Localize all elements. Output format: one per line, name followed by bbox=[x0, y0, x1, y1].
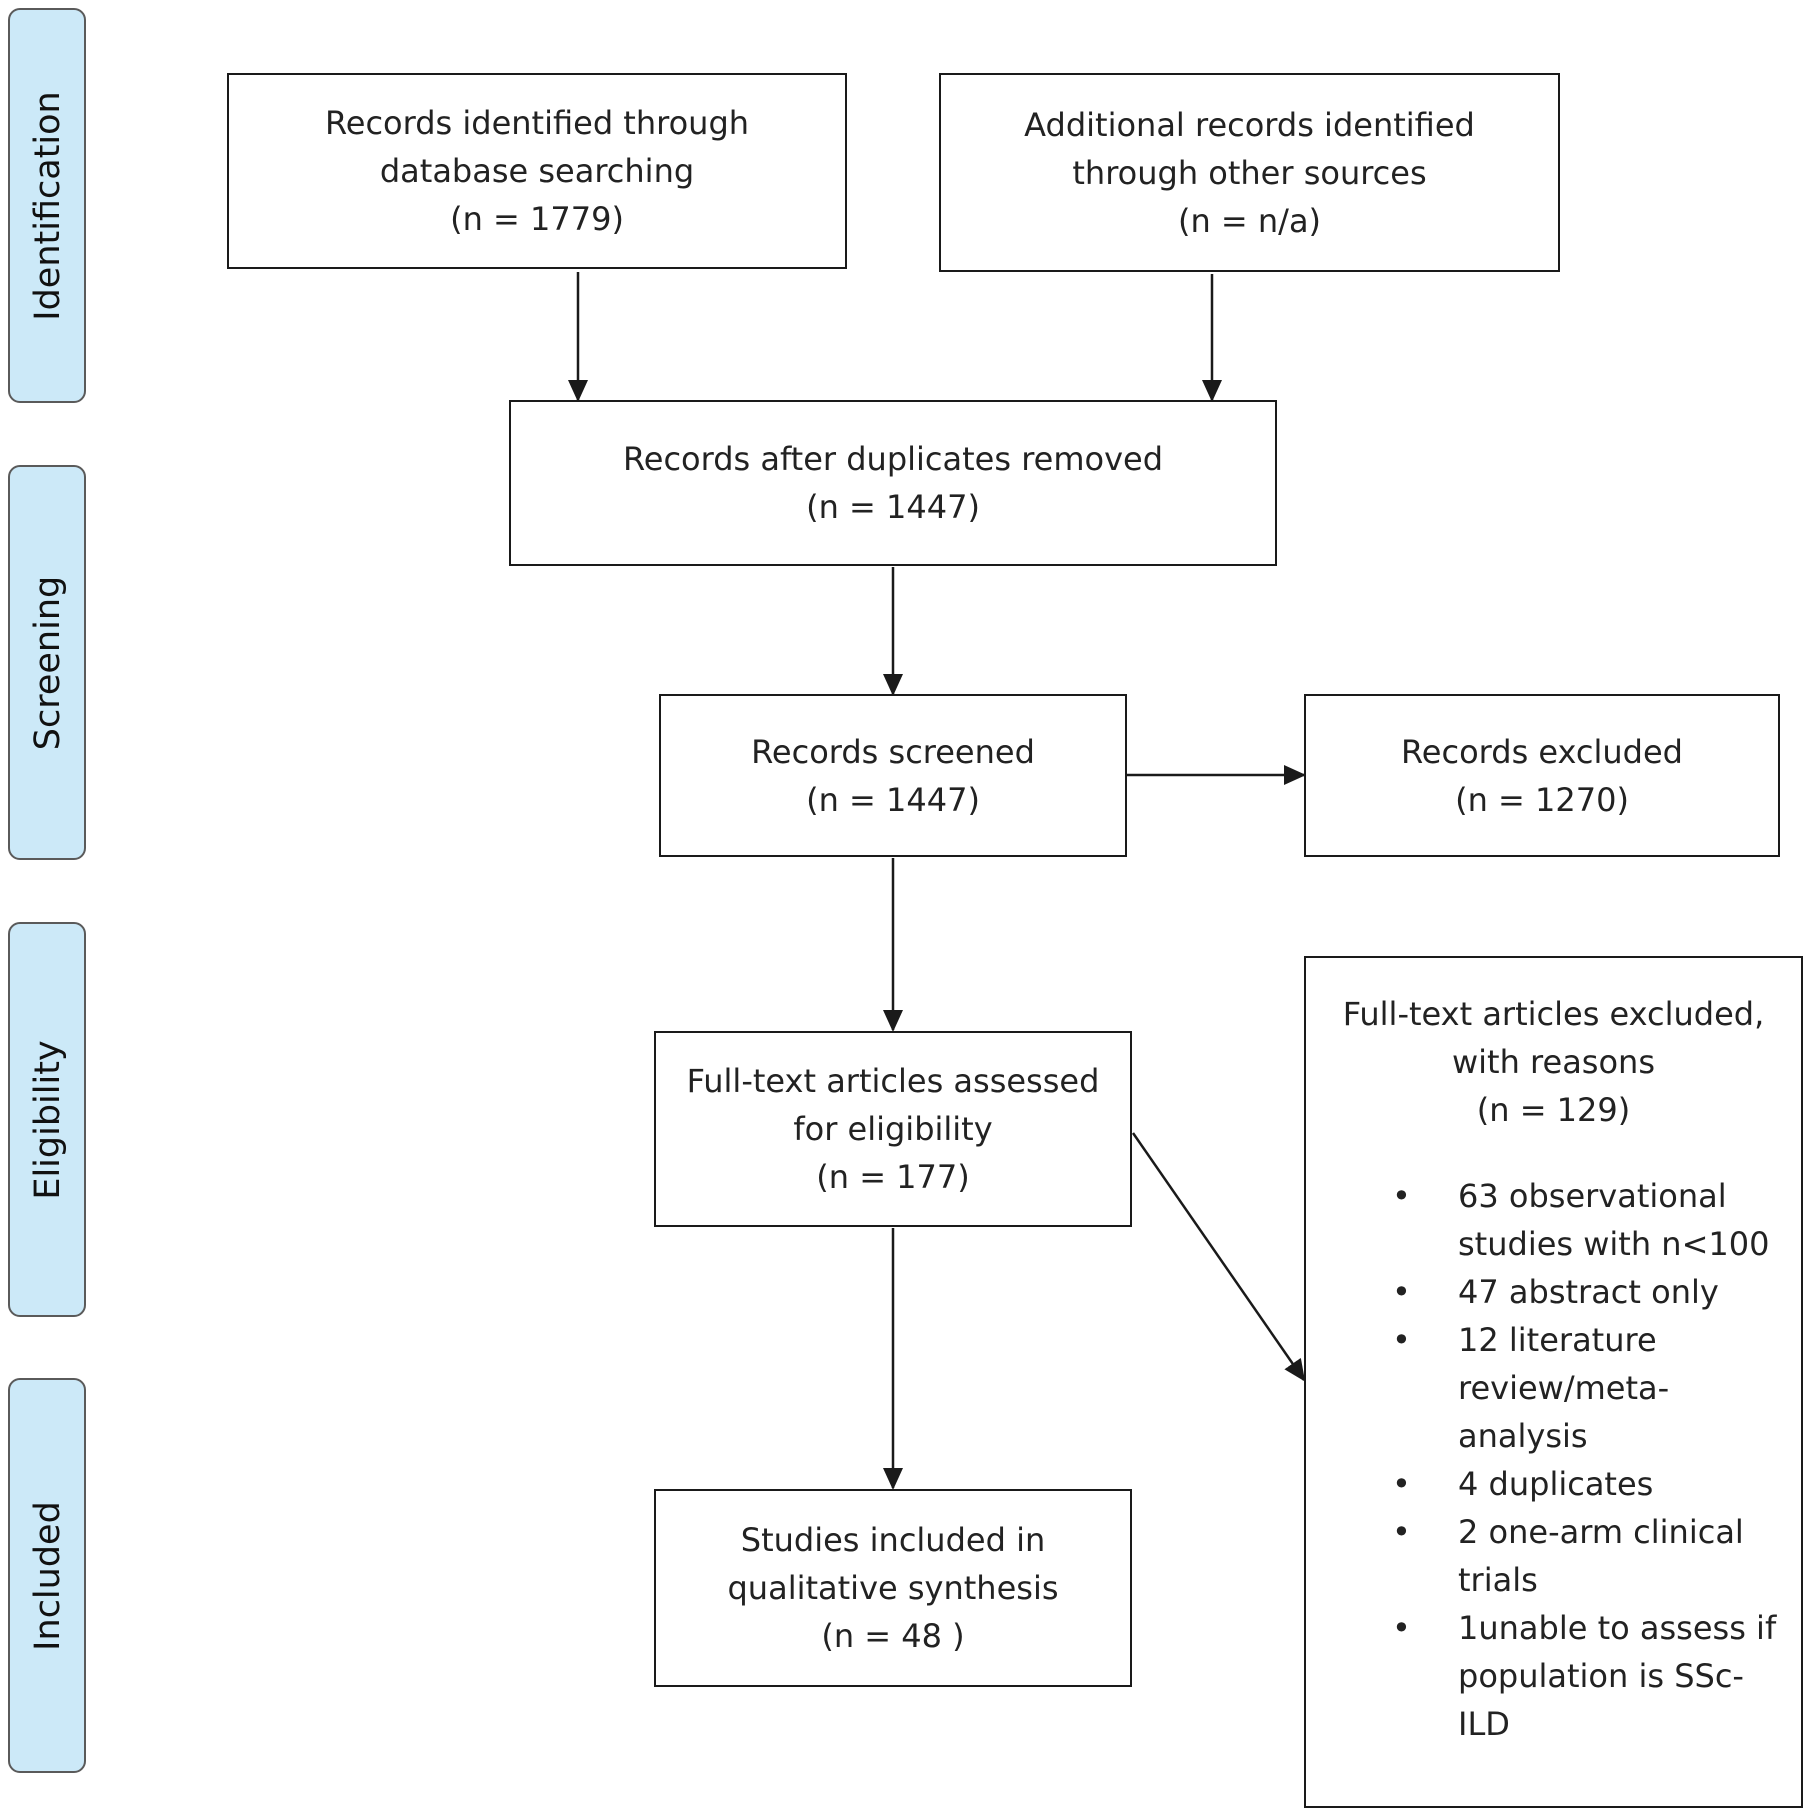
box-ftexcl-line-2: with reasons bbox=[1451, 1043, 1655, 1081]
exclusion-reason: 63 observational studies with n<100 bbox=[1306, 1172, 1801, 1268]
box-database-count: (n = 1779) bbox=[450, 200, 624, 238]
box-excluded-line-1: Records excluded bbox=[1401, 732, 1683, 771]
box-other-count: (n = n/a) bbox=[1177, 201, 1322, 240]
stage-identification: Identification bbox=[8, 8, 88, 403]
stage-included-label: Included bbox=[28, 1500, 68, 1651]
box-other-line-2: through other sources bbox=[1072, 153, 1427, 192]
box-after-duplicates: Records after duplicates removed (n = 14… bbox=[509, 400, 1277, 566]
box-fulltext-line-1: Full-text articles assessed bbox=[686, 1062, 1100, 1100]
stage-screening-label: Screening bbox=[28, 575, 68, 750]
stage-screening: Screening bbox=[8, 465, 88, 860]
box-studies-included: Studies included in qualitative synthesi… bbox=[654, 1489, 1132, 1687]
stage-identification-box bbox=[8, 8, 86, 403]
box-database-line-2: database searching bbox=[379, 152, 695, 190]
box-database-line-1: Records identified through bbox=[324, 104, 750, 142]
stage-eligibility: Eligibility bbox=[8, 922, 88, 1317]
box-fulltext-count: (n = 177) bbox=[816, 1158, 970, 1196]
stage-screening-box bbox=[8, 465, 86, 860]
exclusion-reason: 1unable to assess if population is SSc-I… bbox=[1306, 1604, 1801, 1748]
box-included-count: (n = 48 ) bbox=[821, 1617, 965, 1655]
box-records-screened: Records screened (n = 1447) bbox=[659, 694, 1127, 857]
arrow-fulltext-to-excluded bbox=[1131, 1132, 1306, 1382]
stage-included-box bbox=[8, 1378, 86, 1773]
exclusion-reason: 4 duplicates bbox=[1306, 1460, 1801, 1508]
exclusion-reason: 47 abstract only bbox=[1306, 1268, 1801, 1316]
stage-included: Included bbox=[8, 1378, 88, 1773]
box-other-line-1: Additional records identified bbox=[1024, 105, 1475, 144]
box-fulltext-assessed: Full-text articles assessed for eligibil… bbox=[654, 1031, 1132, 1227]
box-records-excluded: Records excluded (n = 1270) bbox=[1304, 694, 1780, 857]
stage-eligibility-box bbox=[8, 922, 86, 1317]
exclusion-reasons-list: 63 observational studies with n<100 47 a… bbox=[1306, 1172, 1801, 1748]
box-screened-line-1: Records screened bbox=[751, 732, 1035, 771]
box-fulltext-line-2: for eligibility bbox=[793, 1110, 993, 1148]
box-fulltext-excluded: Full-text articles excluded, with reason… bbox=[1304, 956, 1803, 1808]
exclusion-reason: 2 one-arm clinical trials bbox=[1306, 1508, 1801, 1604]
stage-identification-label: Identification bbox=[28, 90, 68, 321]
box-duplicates-count: (n = 1447) bbox=[806, 488, 980, 526]
box-screened-count: (n = 1447) bbox=[806, 780, 980, 819]
box-database-records: Records identified through database sear… bbox=[227, 73, 847, 269]
exclusion-reason: 12 literature review/meta-analysis bbox=[1306, 1316, 1801, 1460]
box-other-sources: Additional records identified through ot… bbox=[939, 73, 1560, 272]
box-included-line-1: Studies included in bbox=[740, 1521, 1046, 1559]
box-ftexcl-count: (n = 129) bbox=[1476, 1091, 1631, 1129]
box-ftexcl-line-1: Full-text articles excluded, bbox=[1342, 995, 1765, 1033]
box-included-line-2: qualitative synthesis bbox=[727, 1569, 1059, 1607]
box-duplicates-line-1: Records after duplicates removed bbox=[622, 440, 1164, 478]
stage-eligibility-label: Eligibility bbox=[28, 1039, 68, 1200]
box-excluded-count: (n = 1270) bbox=[1455, 780, 1629, 819]
